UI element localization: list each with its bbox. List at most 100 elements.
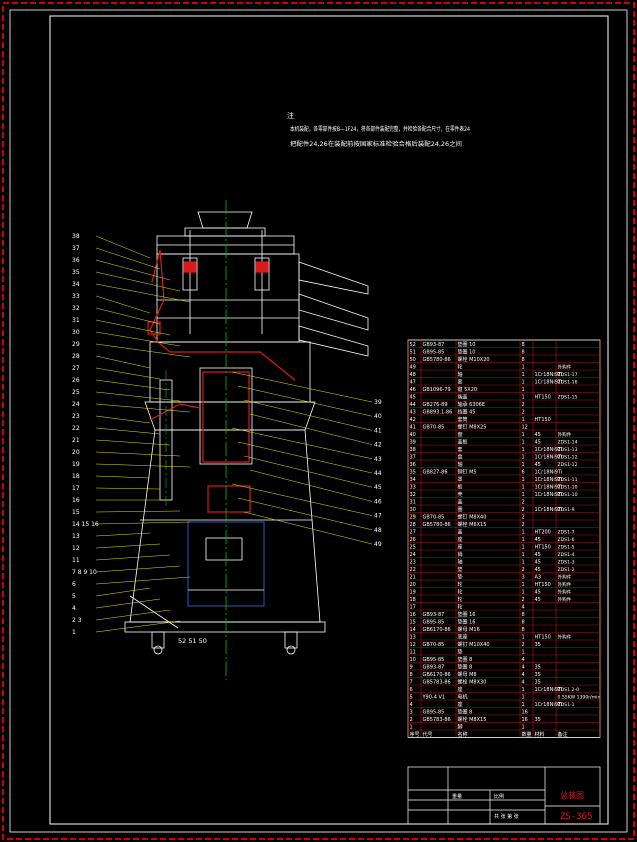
bom-cell: HT150 xyxy=(535,417,551,423)
bom-cell: 48 xyxy=(410,372,416,378)
callout-leader xyxy=(95,543,161,549)
callout-leader xyxy=(95,521,191,525)
bom-cell: 45 xyxy=(535,567,541,573)
callout-label: 6 xyxy=(72,581,76,588)
callout-leader xyxy=(249,469,373,502)
bom-cell: HT150 xyxy=(535,634,551,640)
machine-drawing xyxy=(124,211,369,655)
left-callout-leaders: 3837363534333231302928272625242322212019… xyxy=(72,233,191,636)
bom-cell: 8 xyxy=(410,672,413,678)
bom-cell: ZDS1-12 xyxy=(558,454,578,460)
bom-cell: 1 xyxy=(522,372,525,378)
bom-cell: 1 xyxy=(522,439,525,445)
bom-cell: HT150 xyxy=(535,544,551,550)
bom-cell: 1 xyxy=(522,724,525,730)
callout-label: 23 xyxy=(72,413,80,420)
bom-cell: 45 xyxy=(535,552,541,558)
bom-cell: 垫圈 8 xyxy=(458,708,473,715)
bom-cell: ZDS1-16 xyxy=(558,379,578,385)
bom-cell: 端盖 xyxy=(458,393,468,400)
bom-cell: 盖 xyxy=(458,528,463,535)
bom-cell: 42 xyxy=(410,417,416,423)
bom-cell: GB827-86 xyxy=(423,469,448,475)
callout-label: 12 xyxy=(72,545,80,552)
bom-cell: 47 xyxy=(410,379,416,385)
bom-cell: 底座 xyxy=(458,633,468,640)
callout-label: 26 xyxy=(72,377,80,384)
callout-label: 28 xyxy=(72,353,80,360)
bom-cell: 3 xyxy=(522,574,525,580)
bom-cell: 8 xyxy=(522,342,525,348)
inner-frame xyxy=(9,9,628,833)
section-outline-lower xyxy=(149,403,201,421)
bom-header-cell: 代号 xyxy=(423,731,433,738)
bom-cell: 35 xyxy=(535,672,541,678)
callout-leader xyxy=(95,235,151,259)
bom-cell: 垫 xyxy=(458,566,463,573)
wheel-right xyxy=(286,645,296,655)
notes-heading: 注 xyxy=(287,111,294,120)
bom-cell: 2 xyxy=(522,402,525,408)
motor-terminal-box xyxy=(205,537,243,561)
bom-cell: 座 xyxy=(458,686,463,693)
bom-cell: 4 xyxy=(522,657,525,663)
bom-cell: 垫圈 8 xyxy=(458,663,473,670)
bom-cell: GB5783-86 xyxy=(423,679,451,685)
bom-cell: 52 xyxy=(410,342,416,348)
bom-cell: 29 xyxy=(410,514,416,520)
callout-label: 27 xyxy=(72,365,80,372)
bom-cell: 轴 xyxy=(458,558,463,565)
notes-block: 注 本机装配，各零部件按B—1F24，将各部件装配完整，并检验各配合尺寸，在零件… xyxy=(287,111,470,148)
bom-cell: 脚 xyxy=(458,723,463,730)
callout-leader xyxy=(95,271,181,292)
callout-label: 22 xyxy=(72,425,80,432)
discharge-chute-1 xyxy=(298,261,369,295)
callout-leader xyxy=(95,283,191,303)
bom-cell: GB93-87 xyxy=(423,664,445,670)
bom-cell: 2 xyxy=(522,499,525,505)
bom-cell: 23 xyxy=(410,559,416,565)
bom-cell: GB95-85 xyxy=(423,619,445,625)
bom-cell: 罩 xyxy=(458,477,463,483)
bom-cell: 8 xyxy=(522,612,525,618)
bom-cell: GB1096-79 xyxy=(423,387,451,393)
bom-cell: GB6170-86 xyxy=(423,672,451,678)
bom-cell: 1 xyxy=(522,492,525,498)
bom-cell: 销 xyxy=(458,551,463,558)
bom-cell: 外购件 xyxy=(558,588,572,595)
bom-cell: ZDS1-6 xyxy=(558,537,575,543)
bom-cell: 11 xyxy=(410,649,416,655)
callout-label: 31 xyxy=(72,317,80,324)
callout-leader xyxy=(95,576,191,585)
bom-cell: 外购件 xyxy=(558,633,572,640)
bom-cell: ZDS1-12 xyxy=(558,462,578,468)
bom-cell: 座 xyxy=(458,543,463,550)
callout-leader xyxy=(95,319,171,336)
bom-cell: GB95-85 xyxy=(423,709,445,715)
callout-leader xyxy=(95,487,161,490)
bom-cell: 座 xyxy=(458,536,463,543)
bom-cell: 螺钉 M10X40 xyxy=(458,641,490,648)
bom-cell: 22 xyxy=(410,567,416,573)
bom-cell: 41 xyxy=(410,424,416,430)
bom-cell: ZDS1-5 xyxy=(558,544,575,550)
foot-right xyxy=(284,631,298,649)
callout-label: 1 xyxy=(72,629,76,636)
callout-label: 21 xyxy=(72,437,80,444)
bom-cell: 垫圈 10 xyxy=(458,341,476,348)
bom-cell: 8 xyxy=(522,627,525,633)
bom-cell: 1 xyxy=(522,379,525,385)
callout-label: 4 xyxy=(72,605,76,612)
bom-cell: 17 xyxy=(410,604,416,610)
discharge-chute-3 xyxy=(298,325,369,357)
bom-cell: A3 xyxy=(535,574,542,580)
bom-cell: 45 xyxy=(535,559,541,565)
callout-label: 14 15 16 xyxy=(72,521,99,528)
bom-cell: 35 xyxy=(410,469,416,475)
bom-cell: 20 xyxy=(410,582,416,588)
bom-cell: 外购件 xyxy=(558,581,572,588)
bom-cell: 16 xyxy=(522,717,528,723)
callout-leader xyxy=(95,554,171,561)
